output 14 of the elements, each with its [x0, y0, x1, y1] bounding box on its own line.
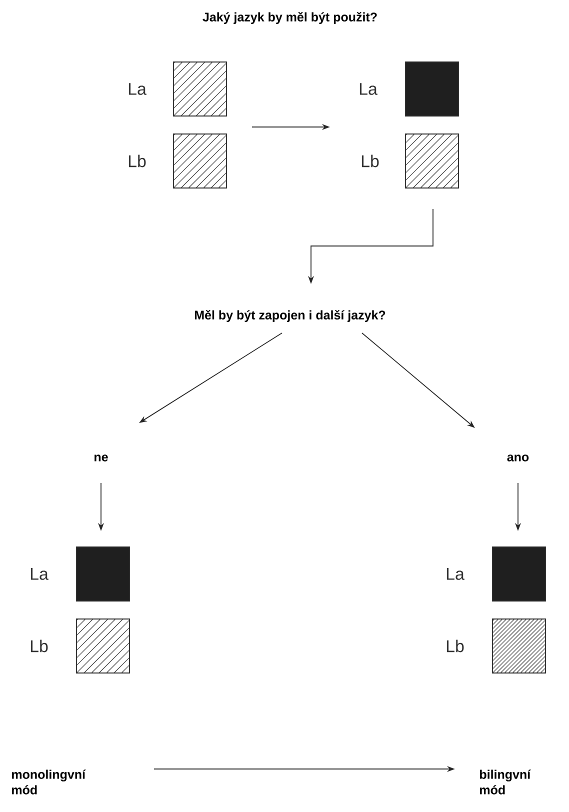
question-text: ne: [94, 454, 108, 462]
language-label: La: [128, 83, 146, 95]
language-label: Lb: [30, 640, 48, 652]
heading: Jaký jazyk by měl být použit?: [202, 12, 377, 24]
question-text: ano: [507, 454, 529, 462]
question-text: monolingvní mód: [12, 770, 86, 794]
language-label: Lb: [128, 154, 146, 168]
question-text: bilingvní mód: [480, 770, 531, 794]
language-label: La: [30, 568, 48, 580]
language-label: Lb: [362, 154, 379, 168]
language-label: Lb: [446, 640, 464, 652]
language-label: La: [360, 83, 378, 95]
language-label: La: [446, 568, 464, 580]
question-text: Měl by být zapojen i další jazyk?: [194, 310, 386, 322]
